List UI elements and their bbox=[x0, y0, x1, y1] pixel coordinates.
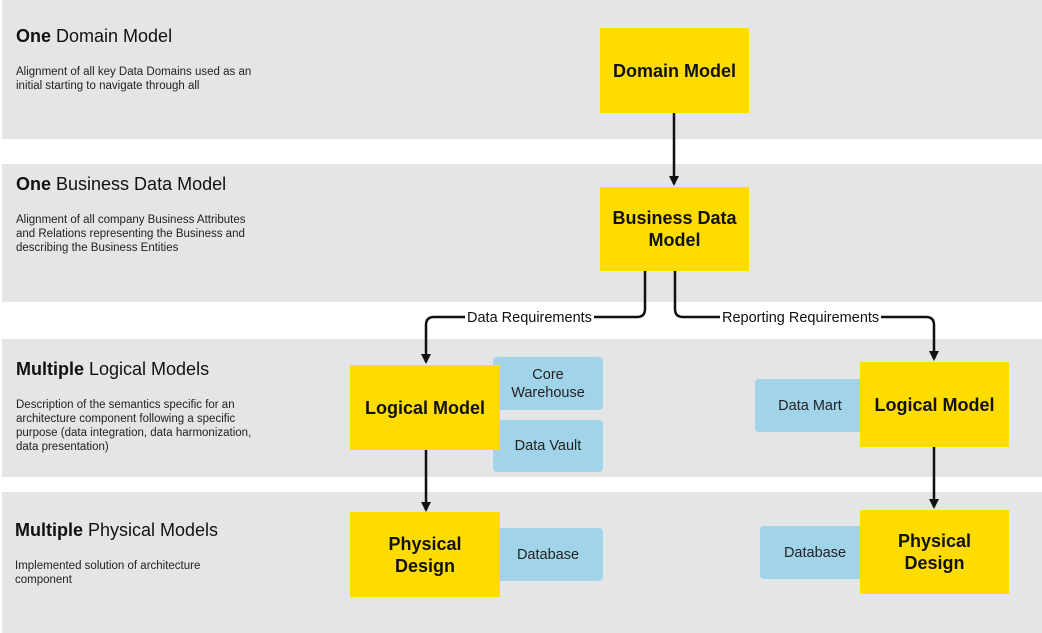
physical-design-right-node: Physical Design bbox=[860, 510, 1009, 594]
band-description-business-data-model: Alignment of all company Business Attrib… bbox=[16, 214, 246, 254]
band-title-logical-models: Multiple Logical Models bbox=[16, 359, 209, 380]
band-title-rest: Physical Models bbox=[83, 520, 219, 540]
band-description-logical-models: Description of the semantics specific fo… bbox=[16, 399, 252, 453]
logical-model-right-node: Logical Model bbox=[860, 362, 1009, 447]
edge-label-data-requirements: Data Requirements bbox=[465, 309, 594, 327]
band-business-data-model bbox=[2, 164, 1042, 302]
band-title-rest: Logical Models bbox=[84, 359, 210, 379]
band-title-strong: One bbox=[16, 26, 52, 46]
database-right-tag: Database bbox=[760, 526, 870, 579]
edge-label-reporting-requirements: Reporting Requirements bbox=[720, 309, 882, 327]
band-title-strong: One bbox=[16, 174, 52, 194]
data-vault-tag: Data Vault bbox=[493, 420, 603, 472]
band-domain-model bbox=[2, 0, 1042, 139]
band-description-physical-models: Implemented solution of architecture com… bbox=[15, 560, 201, 586]
band-title-rest: Domain Model bbox=[51, 26, 173, 46]
domain-model-node: Domain Model bbox=[600, 28, 749, 113]
database-left-tag: Database bbox=[493, 528, 603, 581]
data-mart-tag: Data Mart bbox=[755, 379, 865, 432]
band-title-physical-models: Multiple Physical Models bbox=[15, 520, 218, 541]
band-description-domain-model: Alignment of all key Data Domains used a… bbox=[16, 66, 252, 92]
physical-design-left-node: Physical Design bbox=[350, 512, 500, 597]
band-title-business-data-model: One Business Data Model bbox=[16, 174, 226, 195]
logical-model-left-node: Logical Model bbox=[350, 365, 500, 450]
band-title-domain-model: One Domain Model bbox=[16, 26, 172, 47]
band-title-strong: Multiple bbox=[15, 520, 83, 540]
core-warehouse-tag: Core Warehouse bbox=[493, 357, 603, 410]
band-title-strong: Multiple bbox=[16, 359, 84, 379]
business-data-model-node: Business Data Model bbox=[600, 187, 749, 271]
band-title-rest: Business Data Model bbox=[51, 174, 227, 194]
